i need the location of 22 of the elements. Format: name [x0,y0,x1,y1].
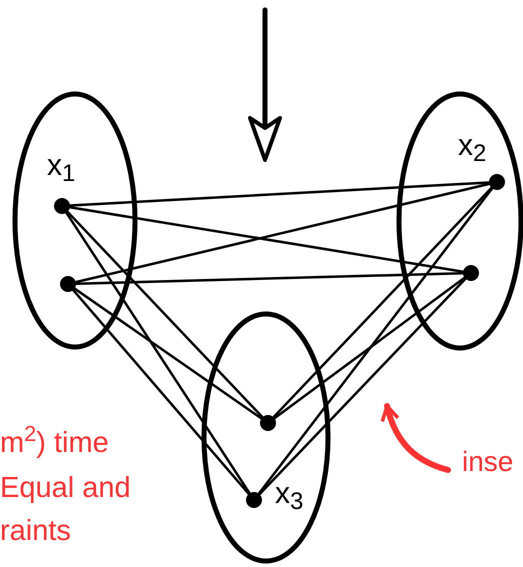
annotation-text: Equal and [0,471,131,506]
graph-edge [74,182,490,284]
graph-edge [72,288,250,496]
graph-edge [74,272,464,286]
graph-edge [66,210,264,418]
graph-edge [73,287,263,420]
graph-edge [258,278,467,496]
set-label: x$_{2}$ [458,131,486,161]
set-label: x$_{1}$ [47,151,76,181]
graph-edge [65,211,251,495]
set-ellipse [201,311,331,564]
annotation-text: m$^{2}$) time [0,425,109,461]
graph-edge [68,206,464,273]
graph-edge [68,181,490,207]
graph-edge [272,186,493,418]
annotation-text: raints [0,514,71,549]
curved-arrow [381,403,451,473]
set-label: x$_{3}$ [275,479,304,509]
annotation-text: inse [462,448,514,476]
graph-edge [258,187,494,495]
set-ellipse [12,91,138,350]
graph-edge [273,276,466,420]
